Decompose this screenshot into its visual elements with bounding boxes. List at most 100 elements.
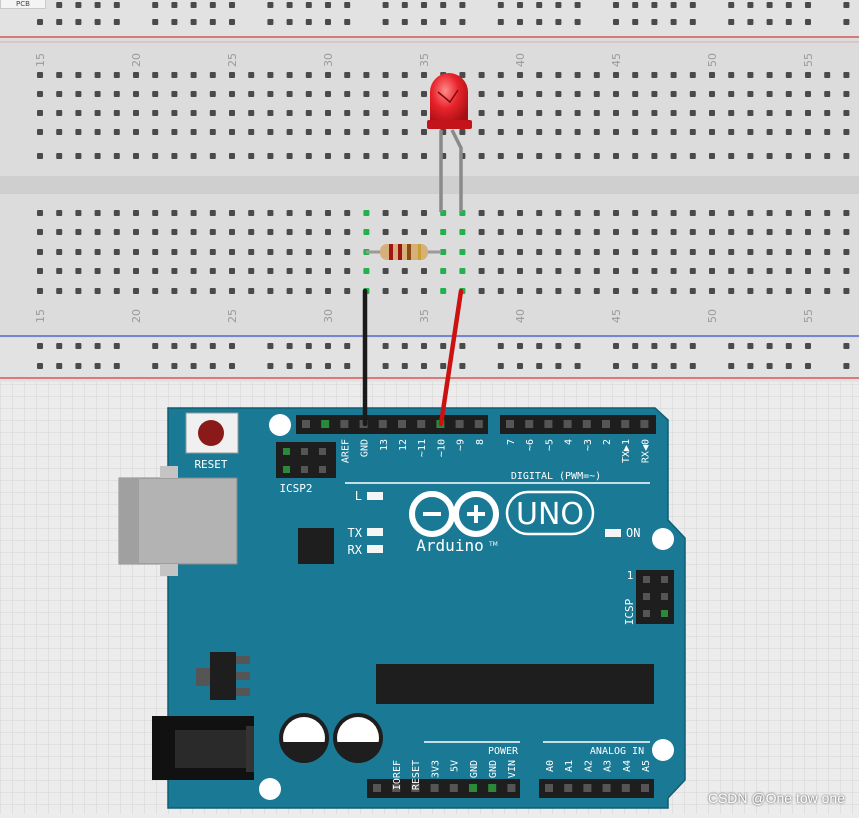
digital-pin-label: GND xyxy=(360,439,371,457)
watermark: CSDN @One tow one xyxy=(707,790,845,806)
column-number: 35 xyxy=(418,309,431,323)
digital-pin-label: TX▶1 xyxy=(621,439,632,463)
breadboard[interactable]: 15 20 25 30 35 40 45 50 55 15 20 25 30 35 40 45 50 55 xyxy=(0,0,859,382)
column-number: 30 xyxy=(322,309,335,323)
power-pin-label: 3V3 xyxy=(430,760,441,778)
digital-pin-labels: AREF GND 13 12 ~11 ~10 ~9 8 7 ~6 ~5 4 ~3 2 TX▶1 RX◀0 xyxy=(340,439,651,463)
column-numbers-bottom: 15 20 25 30 35 40 45 50 55 xyxy=(34,309,815,323)
usb-chip xyxy=(298,528,334,564)
column-number: 55 xyxy=(802,309,815,323)
power-pin-label: VIN xyxy=(507,760,518,778)
microcontroller-chip xyxy=(376,664,654,704)
digital-label: DIGITAL (PWM=~) xyxy=(511,471,601,482)
analog-pin-label: A2 xyxy=(583,760,594,772)
power-pin-label: GND xyxy=(488,760,499,778)
digital-pin-label: ~10 xyxy=(436,439,447,457)
digital-pin-label: ~11 xyxy=(417,439,428,457)
led-l xyxy=(367,492,383,500)
capacitor xyxy=(333,713,383,763)
column-number: 20 xyxy=(130,309,143,323)
capacitor xyxy=(279,713,329,763)
digital-pin-label: 12 xyxy=(398,439,409,451)
analog-header xyxy=(539,779,654,798)
red-led[interactable] xyxy=(427,73,472,212)
pcb-view-tab[interactable]: PCB xyxy=(0,0,46,9)
mounting-hole xyxy=(652,739,674,761)
icsp-pin1-label: 1 xyxy=(627,569,634,582)
resistor[interactable] xyxy=(366,244,441,260)
analog-label: ANALOG IN xyxy=(590,746,644,757)
mounting-hole xyxy=(652,528,674,550)
analog-pin-label: A0 xyxy=(545,760,556,772)
usb-connector xyxy=(118,466,238,576)
breadboard-holes xyxy=(37,2,850,369)
digital-pin-label: ~9 xyxy=(456,439,467,451)
led-on xyxy=(605,529,621,537)
trademark-label: TM xyxy=(488,541,498,548)
digital-pin-label: ~5 xyxy=(544,439,555,451)
column-numbers-top: 15 20 25 30 35 40 45 50 55 xyxy=(34,53,815,67)
column-number: 15 xyxy=(34,309,47,323)
icsp-label: ICSP xyxy=(623,598,636,625)
column-number: 45 xyxy=(610,309,623,323)
led-tx-label: TX xyxy=(348,526,363,540)
column-number: 35 xyxy=(418,53,431,67)
power-jack xyxy=(152,716,254,780)
reset-label: RESET xyxy=(194,458,227,471)
digital-pin-label: 7 xyxy=(506,439,517,445)
led-rx-label: RX xyxy=(348,543,363,557)
column-number: 20 xyxy=(130,53,143,67)
digital-pin-label: AREF xyxy=(340,439,351,463)
digital-pin-label: 13 xyxy=(379,439,390,451)
power-pin-label: GND xyxy=(469,760,480,778)
digital-header xyxy=(296,415,656,434)
center-channel xyxy=(0,176,859,194)
analog-pin-label: A5 xyxy=(641,760,652,772)
column-number: 45 xyxy=(610,53,623,67)
icsp2-label: ICSP2 xyxy=(279,482,312,495)
mounting-hole xyxy=(269,414,291,436)
analog-pin-labels: A0 A1 A2 A3 A4 A5 xyxy=(545,760,652,772)
voltage-regulator xyxy=(196,652,250,700)
red-wire[interactable] xyxy=(438,288,464,427)
digital-pin-label: 2 xyxy=(602,439,613,445)
led-rx xyxy=(367,545,383,553)
analog-pin-label: A1 xyxy=(564,760,575,772)
digital-pin-label: ~3 xyxy=(583,439,594,451)
power-header xyxy=(367,779,520,798)
arduino-logo xyxy=(409,490,595,537)
column-number: 30 xyxy=(322,53,335,67)
led-l-label: L xyxy=(355,489,362,503)
bottom-power-rail xyxy=(0,338,859,382)
column-number: 50 xyxy=(706,309,719,323)
analog-pin-label: A4 xyxy=(622,760,633,772)
mounting-hole xyxy=(259,778,281,800)
reset-button[interactable] xyxy=(185,412,239,454)
icsp2-header xyxy=(276,442,336,478)
icsp-header xyxy=(636,570,674,624)
digital-pin-label: 4 xyxy=(564,439,575,445)
power-pin-label: RESET xyxy=(411,760,422,790)
column-number: 15 xyxy=(34,53,47,67)
column-number: 25 xyxy=(226,309,239,323)
digital-pin-label: 8 xyxy=(475,439,486,445)
uno-logo-text: UNO xyxy=(516,497,584,532)
digital-pin-label: ~6 xyxy=(525,439,536,451)
digital-pin-label: RX◀0 xyxy=(640,439,651,463)
on-label: ON xyxy=(626,526,640,540)
column-number: 50 xyxy=(706,53,719,67)
power-pin-label: 5V xyxy=(450,760,461,772)
power-pin-label: IOREF xyxy=(392,760,403,790)
power-label: POWER xyxy=(488,746,519,757)
column-number: 55 xyxy=(802,53,815,67)
arduino-logo-text: Arduino xyxy=(416,536,483,555)
column-number: 25 xyxy=(226,53,239,67)
top-power-rail xyxy=(0,0,859,36)
power-pin-labels: IOREF RESET 3V3 5V GND GND VIN xyxy=(392,760,518,790)
analog-pin-label: A3 xyxy=(603,760,614,772)
led-tx xyxy=(367,528,383,536)
column-number: 40 xyxy=(514,53,527,67)
column-number: 40 xyxy=(514,309,527,323)
